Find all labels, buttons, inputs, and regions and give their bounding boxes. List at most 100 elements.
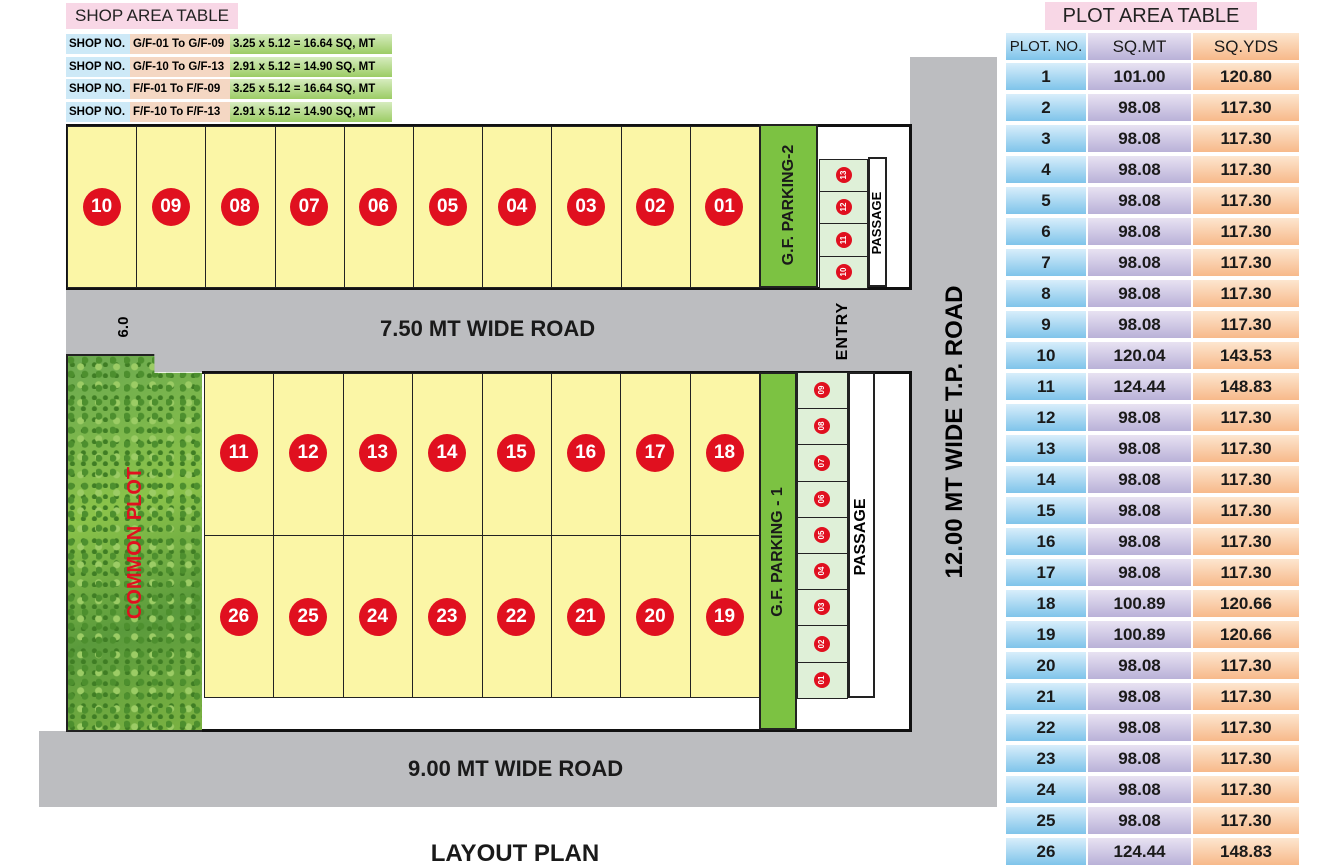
shop-prefix: SHOP NO. : <box>66 79 130 115</box>
shop-range: F/F-10 To F/F-13 <box>130 102 230 122</box>
shop-prefix: SHOP NO. : <box>66 34 130 70</box>
shop-table-row: SHOP NO. :G/F-10 To G/F-132.91 x 5.12 = … <box>66 57 392 93</box>
table-cell: 98.08 <box>1088 683 1191 710</box>
plot-number-badge: 12 <box>289 434 328 472</box>
plot-number-badge: 21 <box>566 598 605 636</box>
table-cell: 98.08 <box>1088 652 1191 679</box>
plot-number-badge: 11 <box>219 434 258 472</box>
table-cell: 117.30 <box>1193 497 1299 524</box>
table-cell: 98.08 <box>1088 807 1191 834</box>
plot-number-badge: 22 <box>497 598 536 636</box>
shop-number-badge: 11 <box>836 231 852 248</box>
plot-number-badge: 17 <box>636 434 675 472</box>
table-cell: 13 <box>1006 435 1086 462</box>
table-cell: 98.08 <box>1088 404 1191 431</box>
shop-number-badge: 01 <box>814 671 830 688</box>
table-cell: 7 <box>1006 249 1086 276</box>
table-cell: 26 <box>1006 838 1086 865</box>
table-cell: 148.83 <box>1193 838 1299 865</box>
plot-number-badge: 10 <box>82 188 121 226</box>
plot-number-badge: 02 <box>636 188 675 226</box>
plot-number-badge: 06 <box>359 188 398 226</box>
shop-range: F/F-01 To F/F-09 <box>130 79 230 99</box>
table-cell: 98.08 <box>1088 218 1191 245</box>
parking-1 <box>759 372 797 730</box>
shop-area: 3.25 x 5.12 = 16.64 SQ, MT <box>230 34 392 54</box>
shop-area: 2.91 x 5.12 = 14.90 SQ, MT <box>230 102 392 122</box>
table-cell: 98.08 <box>1088 125 1191 152</box>
shop-range: G/F-01 To G/F-09 <box>130 34 230 54</box>
table-cell: 98.08 <box>1088 528 1191 555</box>
table-cell: 117.30 <box>1193 559 1299 586</box>
table-cell: 117.30 <box>1193 466 1299 493</box>
table-cell: 98.08 <box>1088 745 1191 772</box>
table-cell: 98.08 <box>1088 497 1191 524</box>
table-cell: 120.04 <box>1088 342 1191 369</box>
table-cell: 117.30 <box>1193 249 1299 276</box>
shop <box>797 625 848 663</box>
plot <box>412 535 483 698</box>
plot-number-badge: 04 <box>497 188 536 226</box>
shop-number-badge: 07 <box>814 454 830 471</box>
table-cell: 100.89 <box>1088 621 1191 648</box>
shop-area: 3.25 x 5.12 = 16.64 SQ, MT <box>230 79 392 99</box>
table-cell: 14 <box>1006 466 1086 493</box>
table-cell: 117.30 <box>1193 807 1299 834</box>
table-header: SQ.MT <box>1088 33 1191 60</box>
table-cell: 117.30 <box>1193 528 1299 555</box>
shop-range: G/F-10 To G/F-13 <box>130 57 230 77</box>
plot-number-badge: 03 <box>567 188 605 226</box>
common-plot-label: COMMON PLOT <box>124 466 146 620</box>
plot-table-title: PLOT AREA TABLE <box>1045 2 1257 30</box>
shop-number-badge: 10 <box>836 263 852 280</box>
table-cell: 117.30 <box>1193 404 1299 431</box>
plot-number-badge: 13 <box>358 434 397 472</box>
plot-number-badge: 08 <box>221 188 259 226</box>
table-cell: 117.30 <box>1193 714 1299 741</box>
gap-label: 6.0 <box>115 316 132 338</box>
shop-number-badge: 02 <box>814 635 830 652</box>
passage-bottom <box>848 372 875 698</box>
table-header: PLOT. NO. <box>1006 33 1086 60</box>
table-cell: 117.30 <box>1193 218 1299 245</box>
plot-number-badge: 25 <box>289 598 328 636</box>
table-cell: 117.30 <box>1193 745 1299 772</box>
table-cell: 117.30 <box>1193 652 1299 679</box>
table-cell: 11 <box>1006 373 1086 400</box>
shop-table-row: SHOP NO. :F/F-10 To F/F-132.91 x 5.12 = … <box>66 102 392 138</box>
shop-area: 2.91 x 5.12 = 14.90 SQ, MT <box>230 57 392 77</box>
plot-number-badge: 24 <box>358 598 397 636</box>
layout-title: LAYOUT PLAN <box>430 840 600 867</box>
plot-number-badge: 20 <box>636 598 675 636</box>
shop <box>819 191 868 225</box>
table-cell: 143.53 <box>1193 342 1299 369</box>
table-cell: 18 <box>1006 590 1086 617</box>
table-cell: 4 <box>1006 156 1086 183</box>
table-cell: 117.30 <box>1193 311 1299 338</box>
shop-prefix: SHOP NO. : <box>66 57 130 93</box>
table-cell: 98.08 <box>1088 466 1191 493</box>
parking-1-label: G.F. PARKING - 1 <box>769 487 786 617</box>
table-cell: 21 <box>1006 683 1086 710</box>
passage-top <box>868 157 887 287</box>
plot-number-badge: 19 <box>705 598 744 636</box>
table-cell: 15 <box>1006 497 1086 524</box>
table-cell: 3 <box>1006 125 1086 152</box>
shop-number-badge: 13 <box>836 167 852 184</box>
table-cell: 117.30 <box>1193 435 1299 462</box>
table-cell: 98.08 <box>1088 435 1191 462</box>
shop-number-badge: 09 <box>814 382 830 399</box>
plot-number-badge: 23 <box>427 598 466 636</box>
plot-number-badge: 16 <box>566 434 605 472</box>
table-cell: 120.66 <box>1193 590 1299 617</box>
road-750 <box>66 288 910 372</box>
table-cell: 2 <box>1006 94 1086 121</box>
table-cell: 12 <box>1006 404 1086 431</box>
table-cell: 98.08 <box>1088 311 1191 338</box>
table-cell: 124.44 <box>1088 838 1191 865</box>
table-cell: 117.30 <box>1193 94 1299 121</box>
table-cell: 120.80 <box>1193 63 1299 90</box>
shop-number-badge: 05 <box>814 526 830 543</box>
table-cell: 120.66 <box>1193 621 1299 648</box>
table-cell: 98.08 <box>1088 714 1191 741</box>
